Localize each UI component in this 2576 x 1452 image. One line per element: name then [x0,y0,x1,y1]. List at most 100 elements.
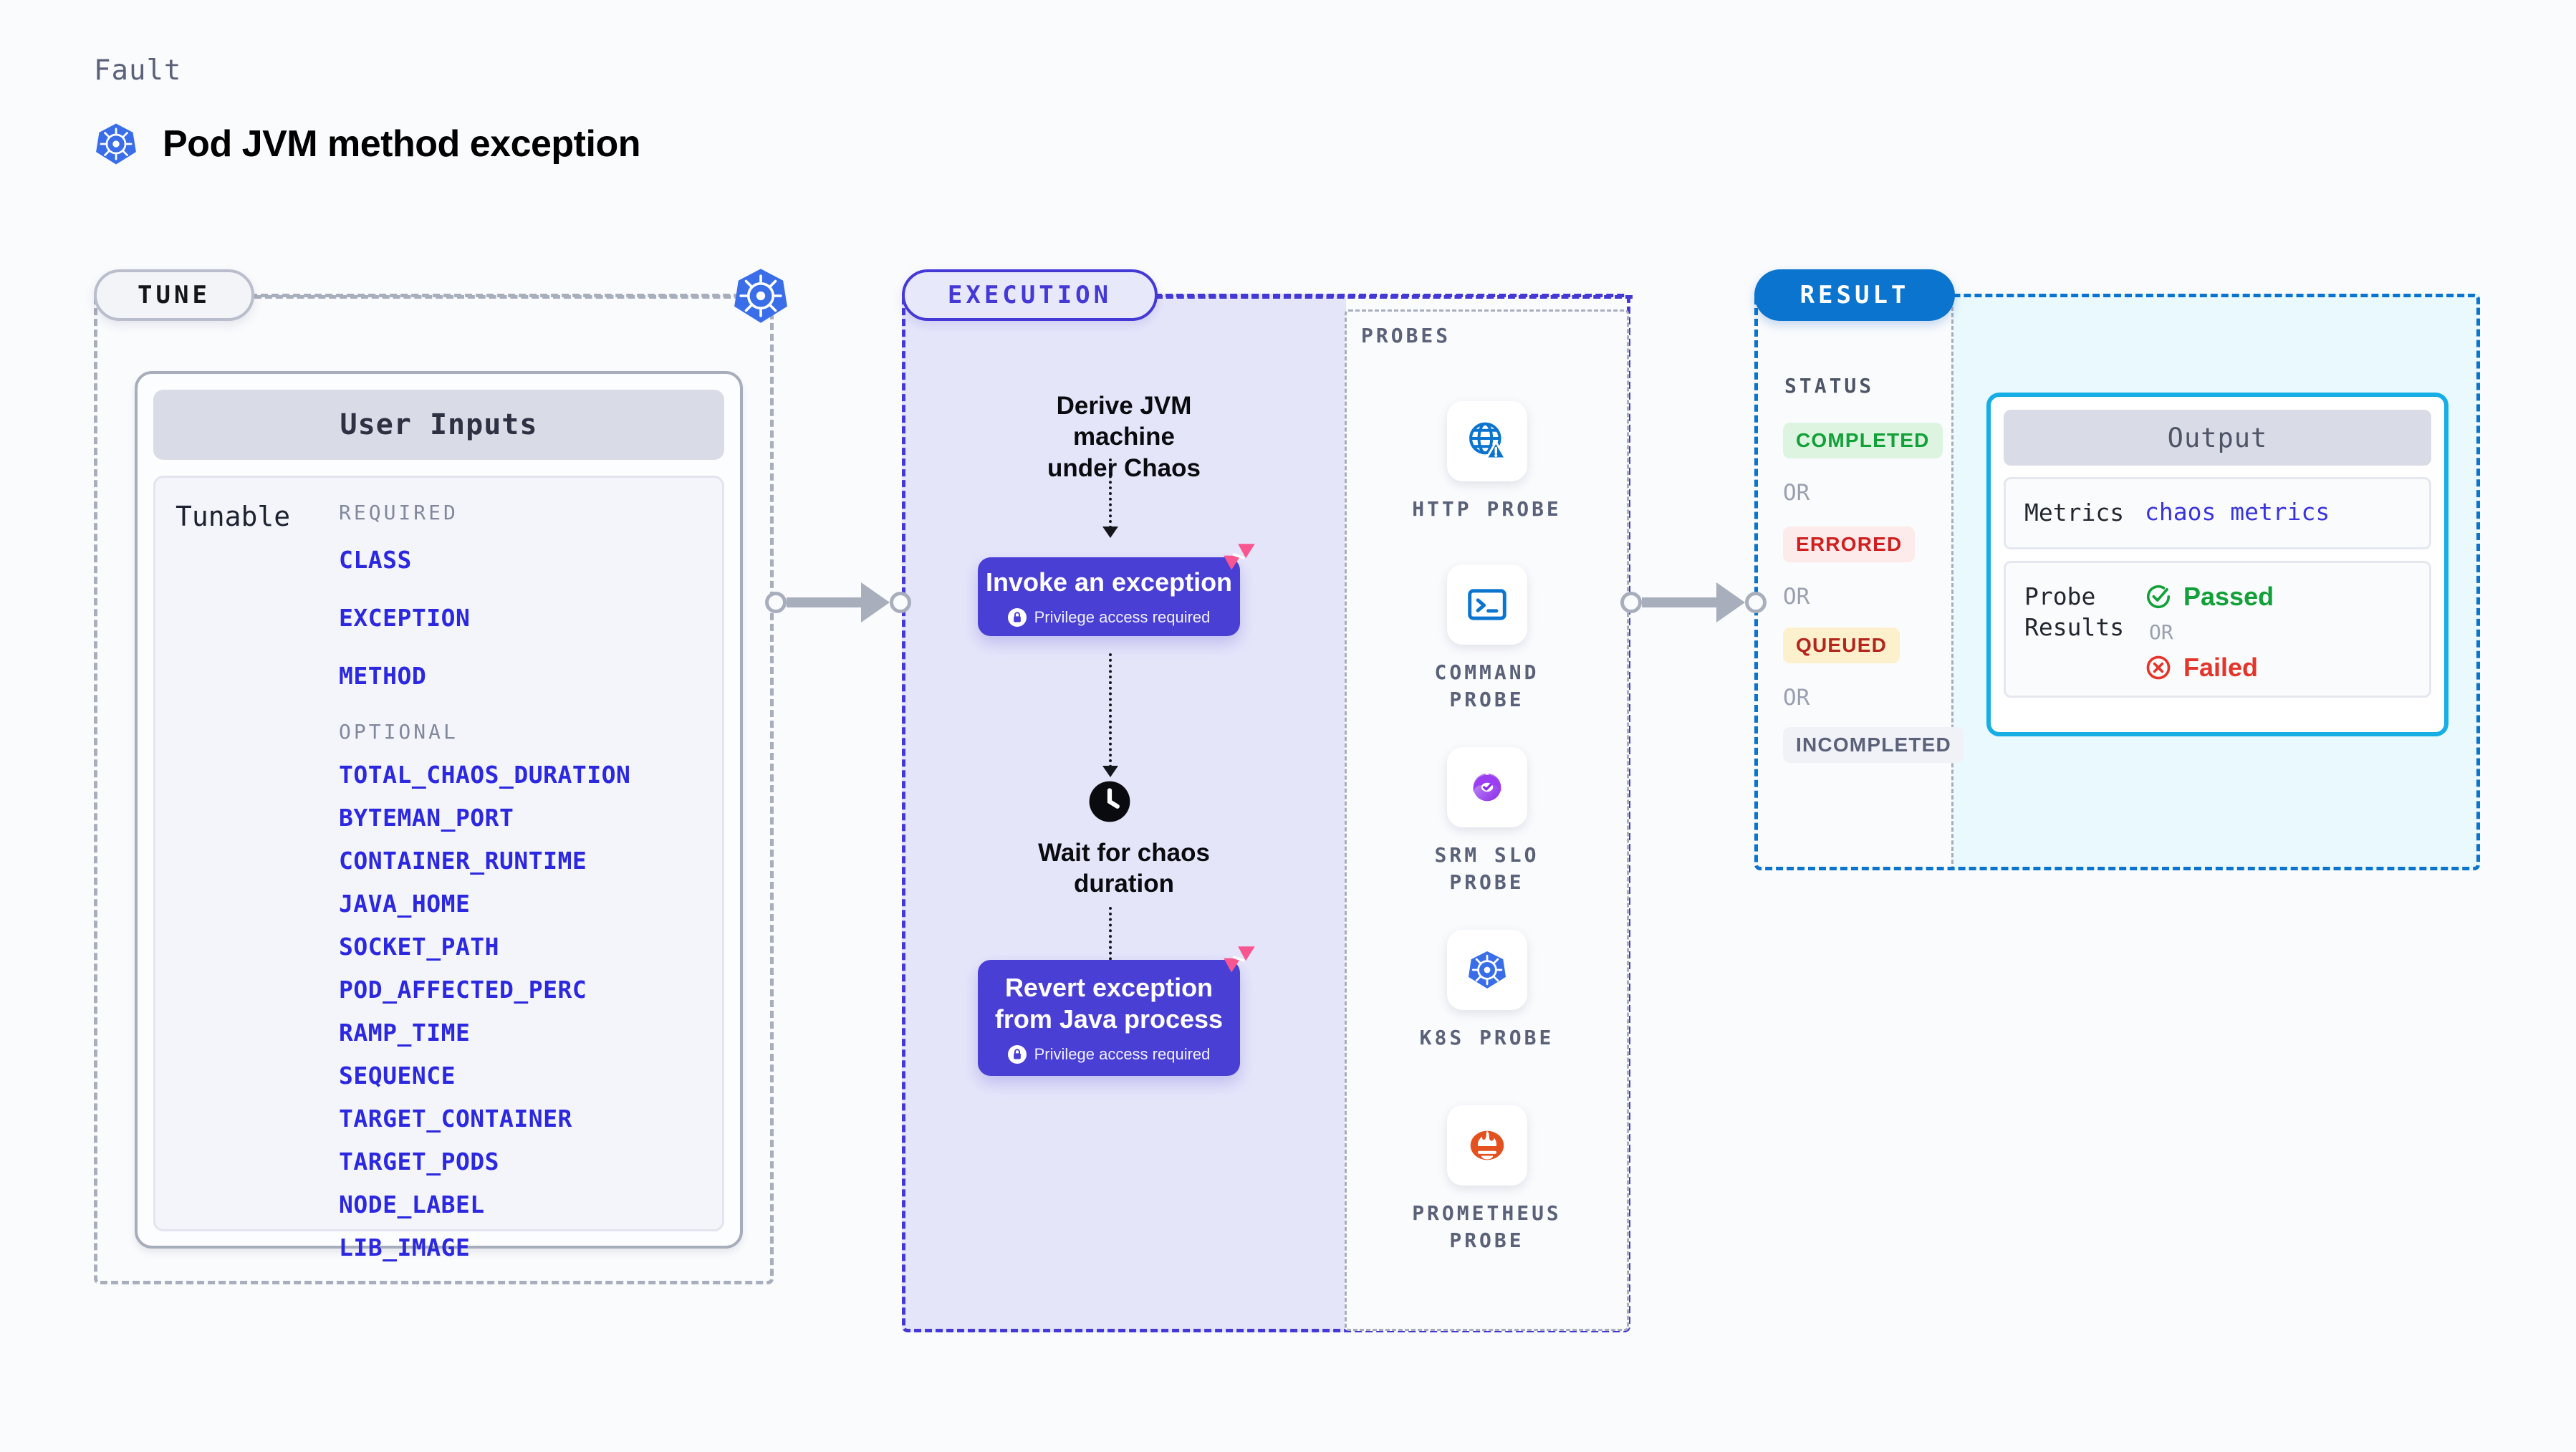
fault-eyebrow-label: Fault [94,54,182,87]
parameter-item[interactable]: CONTAINER_RUNTIME [339,847,587,875]
execution-connector-line [1155,295,1633,299]
probe-item-http[interactable]: HTTP PROBE [1345,401,1629,523]
connector-end-dot [890,592,911,613]
parameter-item[interactable]: POD_AFFECTED_PERC [339,976,587,1004]
probe-label: COMMAND PROBE [1345,659,1629,713]
probe-label-line-2: PROBE [1449,1228,1524,1252]
probe-item-prometheus[interactable]: PROMETHEUS PROBE [1345,1105,1629,1254]
result-region [1754,294,2480,870]
step-box-title: Invoke an exception [985,567,1233,597]
tune-connector-line [254,295,763,299]
optional-parameter-list: TOTAL_CHAOS_DURATION BYTEMAN_PORT CONTAI… [339,761,722,1261]
status-badge-errored: ERRORED [1783,527,1916,562]
parameter-item[interactable]: TARGET_CONTAINER [339,1105,572,1133]
privilege-note-text: Privilege access required [1034,607,1211,626]
status-or-label: OR [1783,584,1810,610]
step-line-2: duration [1074,870,1174,898]
probe-label-line-2: PROBE [1449,687,1524,711]
probe-tile [1446,564,1527,645]
parameter-item[interactable]: TOTAL_CHAOS_DURATION [339,761,631,789]
probe-label-line-1: COMMAND [1434,660,1539,684]
privilege-note: Privilege access required [1007,1044,1210,1064]
prometheus-icon [1470,1130,1504,1160]
parameter-item[interactable]: JAVA_HOME [339,890,471,918]
clock-icon [1089,781,1130,822]
result-status-column [1754,294,1953,870]
probe-item-command[interactable]: COMMAND PROBE [1345,564,1629,713]
step-box-title-line-2: from Java process [994,1004,1224,1034]
connector-end-dot [1745,592,1767,613]
connector-bar [787,597,862,607]
tunable-label: Tunable [176,501,291,532]
probe-tile [1446,1105,1527,1186]
probe-result-passed-label: Passed [2183,581,2274,611]
flow-arrow-shaft [1109,907,1112,977]
parameter-item[interactable]: SOCKET_PATH [339,933,500,961]
output-row-key: Probe Results [2024,582,2145,683]
kubernetes-icon [1468,951,1506,989]
connector-arrowhead [861,582,890,622]
step-line-1: Derive JVM machine [1056,392,1192,451]
parameter-item[interactable]: CLASS [339,546,412,574]
required-parameter-list: CLASS EXCEPTION METHOD [339,546,722,690]
probe-label: HTTP PROBE [1412,497,1562,521]
parameter-item[interactable]: METHOD [339,662,427,690]
flow-arrow-shaft [1109,653,1112,768]
parameter-item[interactable]: RAMP_TIME [339,1019,471,1047]
status-or-label: OR [1783,480,1810,506]
parameter-column: REQUIRED CLASS EXCEPTION METHOD OPTIONAL… [339,501,722,1261]
page-title-row: Pod JVM method exception [94,122,640,166]
probe-result-failed: Failed [2145,653,2274,683]
x-circle-icon [2146,655,2171,680]
probe-result-or-label: OR [2149,620,2173,644]
flow-arrow-head [1102,766,1118,777]
optional-group-header: OPTIONAL [339,720,458,744]
parameter-item[interactable]: TARGET_PODS [339,1148,500,1175]
flow-arrow-head [1102,527,1118,538]
parameter-item[interactable]: SEQUENCE [339,1062,456,1090]
user-inputs-card: User Inputs Tunable REQUIRED CLASS EXCEP… [135,371,743,1261]
output-row-key-line-1: Probe [2024,582,2096,610]
probe-item-srm-slo[interactable]: SRM SLO PROBE [1345,747,1629,896]
output-card-title: Output [2004,410,2431,466]
execution-step-wait-label: Wait for chaos duration [1002,837,1246,900]
probe-label-line-1: PROMETHEUS [1412,1201,1562,1225]
probe-result-passed: Passed [2145,582,2274,612]
srm-slo-icon [1473,773,1501,802]
tune-stage-pill[interactable]: TUNE [94,269,254,321]
probe-label: K8S PROBE [1419,1026,1554,1049]
check-circle-icon [2146,585,2171,608]
execution-step-derive-label: Derive JVM machine under Chaos [1002,390,1246,484]
parameter-item[interactable]: NODE_LABEL [339,1191,485,1218]
probe-label-line-1: SRM SLO [1434,843,1539,867]
probes-section-title: PROBES [1361,324,1451,347]
probe-item-k8s[interactable]: K8S PROBE [1345,930,1629,1052]
connector-arrowhead [1716,582,1745,622]
parameter-item[interactable]: LIB_IMAGE [339,1234,471,1261]
output-row-probe-results: Probe Results Passed OR [2004,560,2431,698]
litmus-icon [1224,946,1255,973]
status-section-title: STATUS [1784,374,1875,398]
probe-tile [1446,930,1527,1010]
execution-stage-pill[interactable]: EXECUTION [902,269,1158,321]
parameter-item[interactable]: BYTEMAN_PORT [339,804,514,832]
result-stage-pill[interactable]: RESULT [1754,269,1955,321]
chaos-metrics-link[interactable]: chaos metrics [2145,498,2330,526]
tunable-section: Tunable REQUIRED CLASS EXCEPTION METHOD … [153,476,724,1261]
probe-result-values: Passed OR Failed [2145,582,2274,683]
connector-start-dot [1620,592,1642,613]
execution-step-invoke-box[interactable]: Invoke an exception Privilege access req… [978,544,1255,636]
step-line-2: under Chaos [1047,453,1201,482]
execution-step-revert-box[interactable]: Revert exception from Java process Privi… [978,946,1255,1076]
required-group-header: REQUIRED [339,501,458,524]
probe-label-line-2: PROBE [1449,870,1524,894]
parameter-item[interactable]: EXCEPTION [339,604,471,632]
connector-execution-to-result [1620,582,1767,622]
step-box-title: Revert exception from Java process [995,972,1223,1035]
step-box-title-line-1: Revert exception [1004,973,1213,1003]
connector-start-dot [765,592,787,613]
output-row-key: Metrics [2024,499,2125,527]
terminal-icon [1467,589,1506,620]
lock-icon [1007,607,1027,627]
